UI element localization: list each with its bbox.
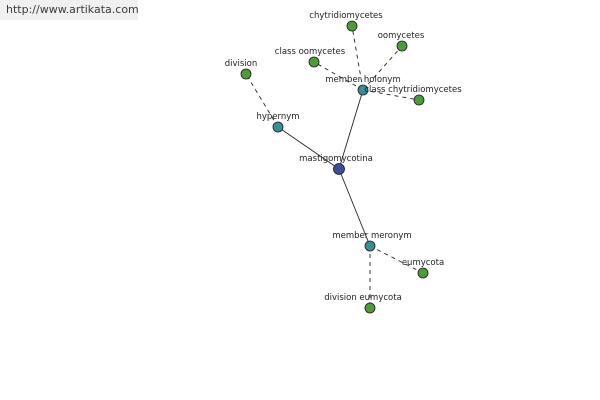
node-circle-division[interactable] xyxy=(240,68,252,80)
node-circle-hypernym[interactable] xyxy=(272,121,284,133)
node-division[interactable]: division xyxy=(225,59,258,80)
node-member-meronym[interactable]: member meronym xyxy=(332,231,412,252)
edge-member-holonym-to-class-chytridiomycetes xyxy=(362,89,420,101)
node-oomycetes[interactable]: oomycetes xyxy=(378,31,425,52)
edge-member-holonym-to-chytridiomycetes xyxy=(351,25,364,91)
node-label-eumycota[interactable]: eumycota xyxy=(402,258,444,268)
node-class-oomycetes[interactable]: class oomycetes xyxy=(275,47,346,68)
node-circle-division-eumycota[interactable] xyxy=(364,302,376,314)
node-circle-eumycota[interactable] xyxy=(417,267,429,279)
node-label-division[interactable]: division xyxy=(225,59,258,69)
node-member-holonym[interactable]: member holonym xyxy=(325,75,401,96)
node-label-division-eumycota[interactable]: division eumycota xyxy=(324,293,402,303)
edge-mastigomycotina-to-member-meronym xyxy=(338,168,371,247)
node-circle-mastigomycotina[interactable] xyxy=(333,163,345,175)
nodes-layer: mastigomycotina hypernym member holonym mem… xyxy=(225,11,462,314)
node-circle-class-chytridiomycetes[interactable] xyxy=(413,94,425,106)
edge-hypernym-to-division xyxy=(245,73,279,128)
node-label-hypernym[interactable]: hypernym xyxy=(256,112,299,122)
node-label-class-chytridiomycetes[interactable]: class chytridiomycetes xyxy=(364,85,462,95)
node-chytridiomycetes[interactable]: chytridiomycetes xyxy=(309,11,383,32)
node-mastigomycotina[interactable]: mastigomycotina xyxy=(299,154,373,175)
edge-member-holonym-to-oomycetes xyxy=(362,45,403,91)
node-label-member-holonym[interactable]: member holonym xyxy=(325,75,400,85)
node-division-eumycota[interactable]: division eumycota xyxy=(324,293,402,314)
node-circle-member-meronym[interactable] xyxy=(364,240,376,252)
node-class-chytridiomycetes[interactable]: class chytridiomycetes xyxy=(364,85,462,106)
edge-mastigomycotina-to-member-holonym xyxy=(338,89,364,170)
edge-member-holonym-to-class-oomycetes xyxy=(313,61,364,91)
node-eumycota[interactable]: eumycota xyxy=(402,258,444,279)
edge-mastigomycotina-to-hypernym xyxy=(277,126,340,170)
node-circle-oomycetes[interactable] xyxy=(396,40,408,52)
edges-layer xyxy=(245,25,424,308)
node-circle-chytridiomycetes[interactable] xyxy=(346,20,358,32)
node-circle-class-oomycetes[interactable] xyxy=(308,56,320,68)
node-circle-member-holonym[interactable] xyxy=(357,84,369,96)
node-label-member-meronym[interactable]: member meronym xyxy=(332,231,411,241)
site-url-link[interactable]: http://www.artikata.com xyxy=(0,0,139,20)
node-label-oomycetes[interactable]: oomycetes xyxy=(378,31,425,41)
node-label-class-oomycetes[interactable]: class oomycetes xyxy=(275,47,346,57)
node-hypernym[interactable]: hypernym xyxy=(256,112,300,133)
edge-member-meronym-to-eumycota xyxy=(369,245,424,274)
node-label-mastigomycotina[interactable]: mastigomycotina xyxy=(299,154,373,164)
node-label-chytridiomycetes[interactable]: chytridiomycetes xyxy=(309,11,383,21)
